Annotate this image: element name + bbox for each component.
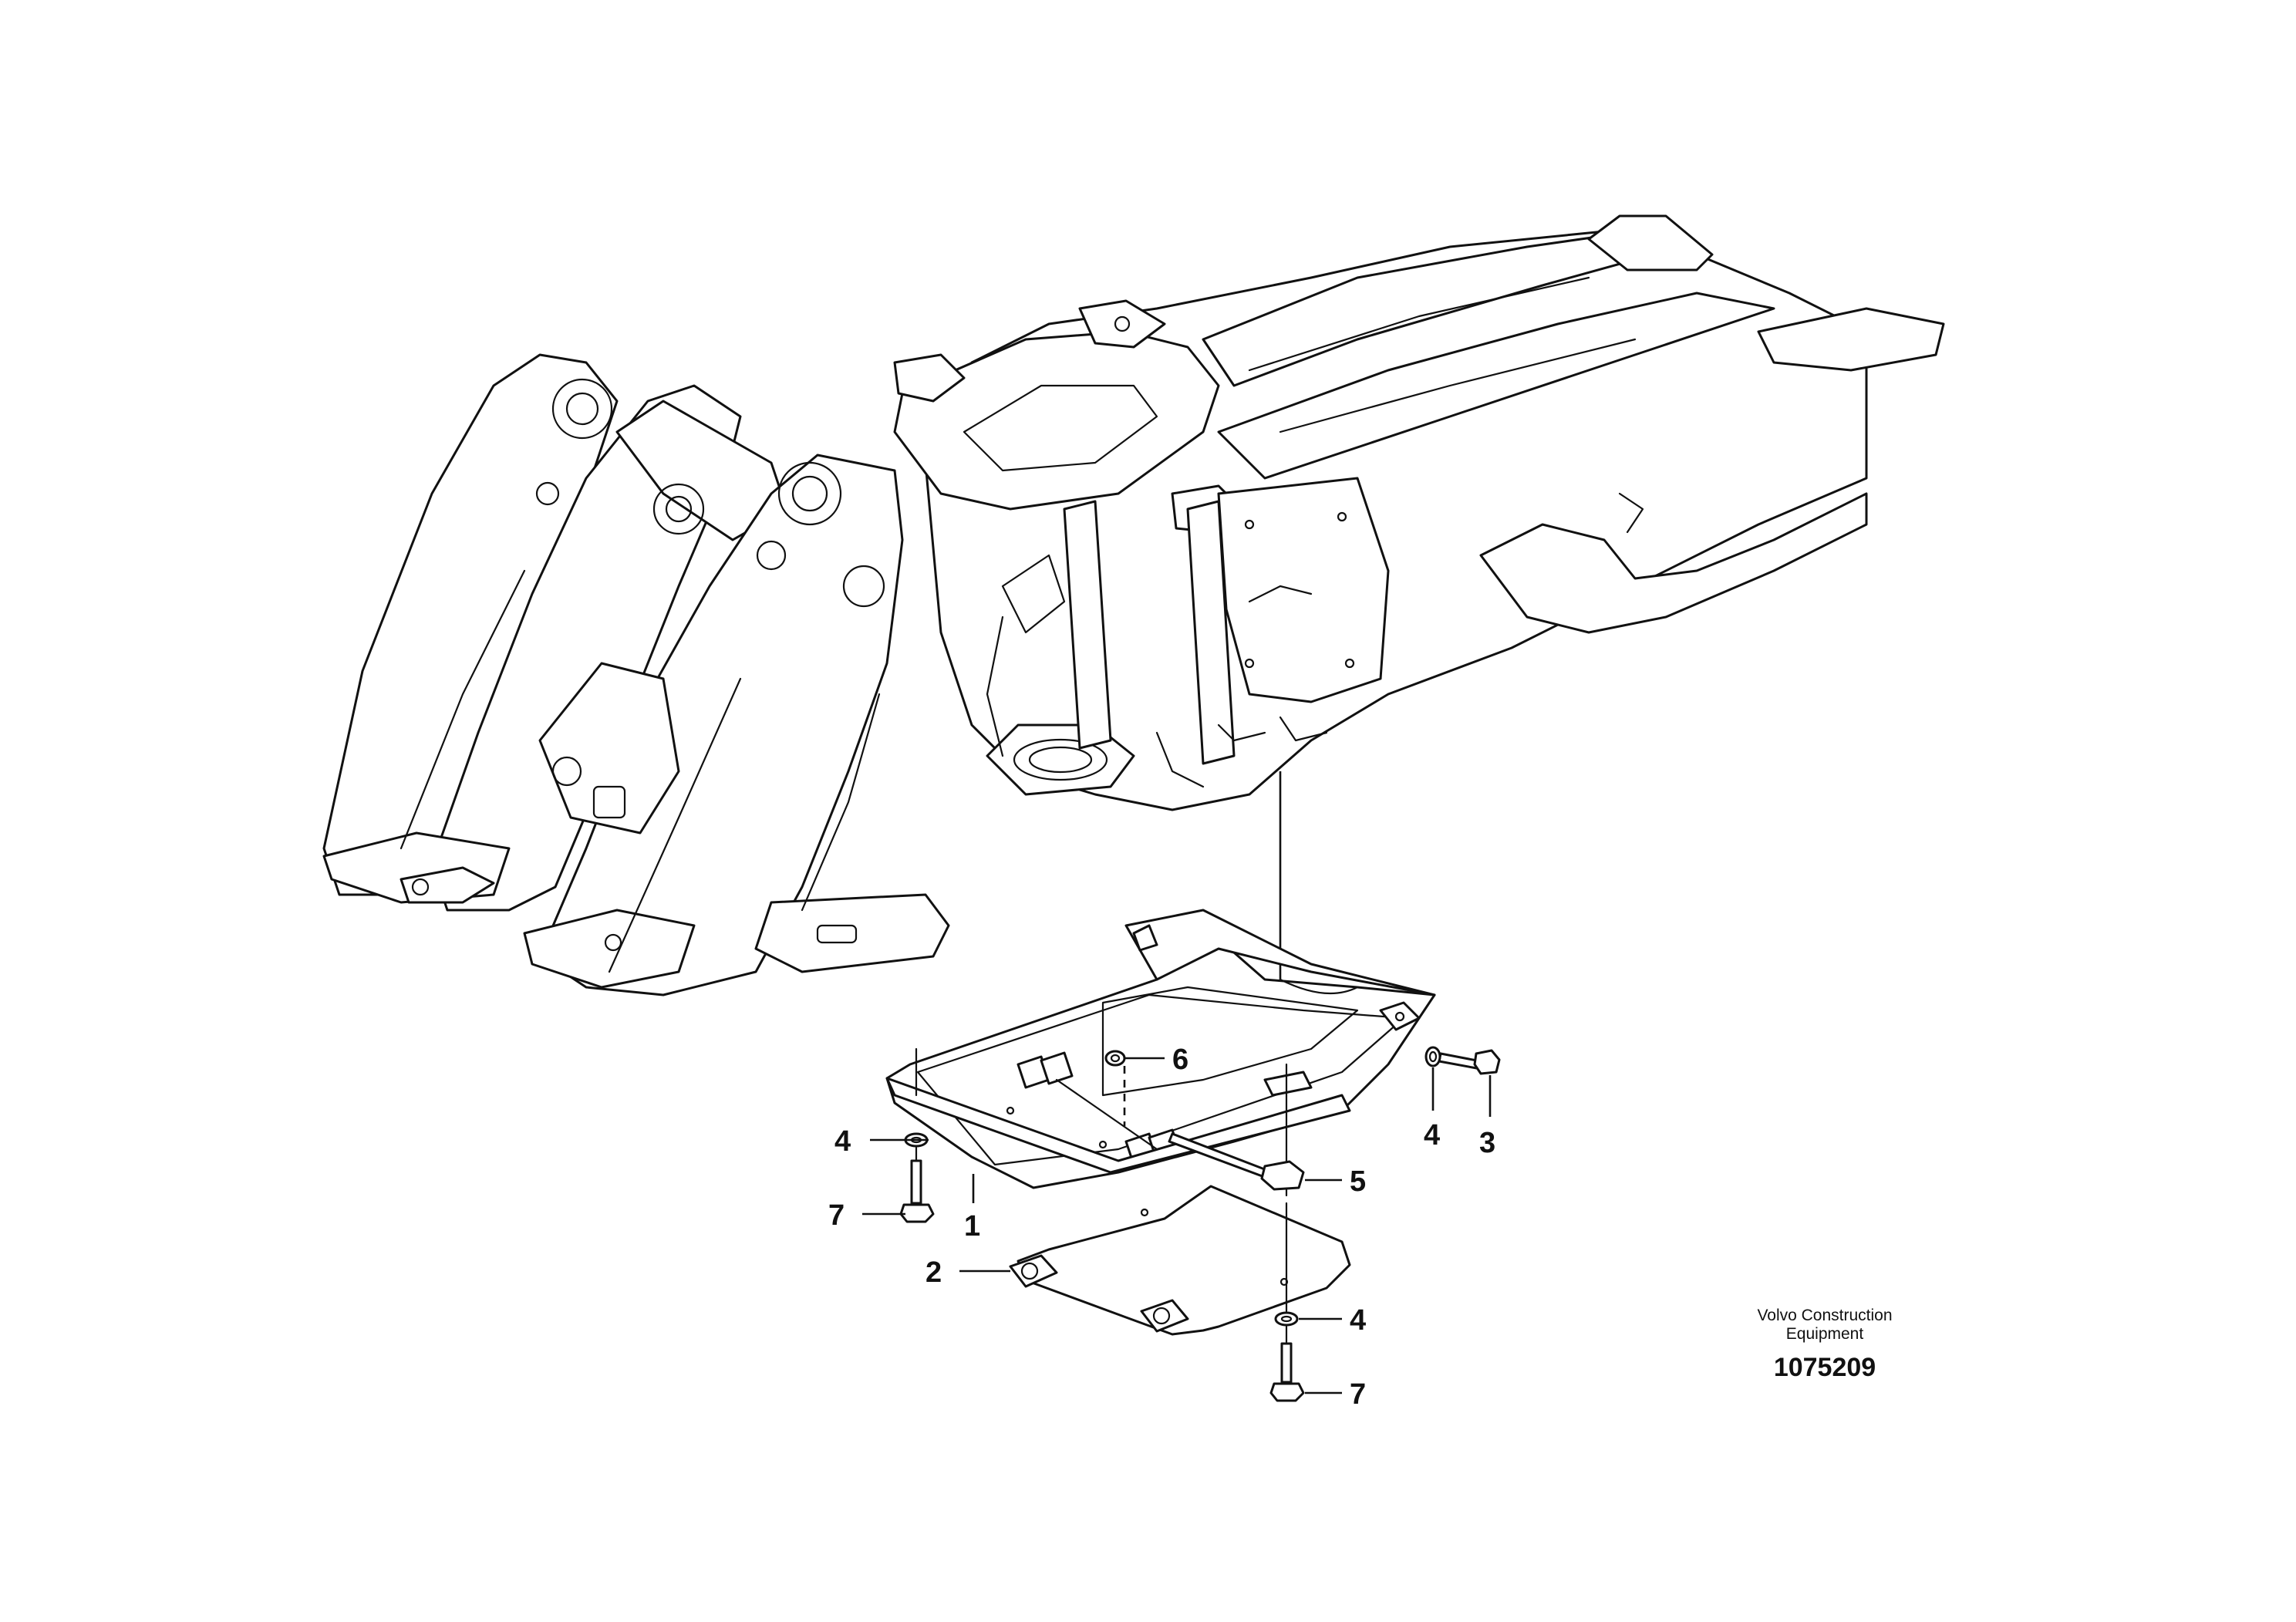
cover-plate-2	[1009, 1185, 1351, 1336]
callout-6: 6	[1172, 1044, 1188, 1076]
drawing-number: 1075209	[1774, 1353, 1876, 1382]
callout-leaders	[862, 1057, 1492, 1394]
brand-line-1: Volvo Construction	[1757, 1307, 1892, 1324]
callout-3: 3	[1479, 1127, 1495, 1159]
bolt-3	[1438, 1049, 1501, 1075]
callout-4-left: 4	[834, 1125, 851, 1158]
callout-5: 5	[1350, 1165, 1366, 1198]
brand-line-2: Equipment	[1786, 1325, 1864, 1343]
front-frame	[322, 353, 950, 996]
callout-7-bottom: 7	[1350, 1378, 1366, 1411]
nut-6	[1104, 1050, 1126, 1067]
rear-frame	[893, 214, 1945, 811]
bolt-7-left	[899, 1159, 935, 1223]
washer-4-right	[1424, 1046, 1441, 1067]
guard-plate-1	[885, 909, 1436, 1197]
bolt-5	[1168, 1132, 1305, 1191]
callout-2: 2	[925, 1256, 942, 1289]
bolt-7-bottom	[1269, 1342, 1305, 1402]
callout-4-bottom: 4	[1350, 1304, 1366, 1337]
callout-1: 1	[964, 1210, 980, 1243]
callout-7-left: 7	[828, 1199, 845, 1232]
callout-4-right: 4	[1424, 1119, 1440, 1152]
washer-4-bottom	[1274, 1311, 1299, 1327]
